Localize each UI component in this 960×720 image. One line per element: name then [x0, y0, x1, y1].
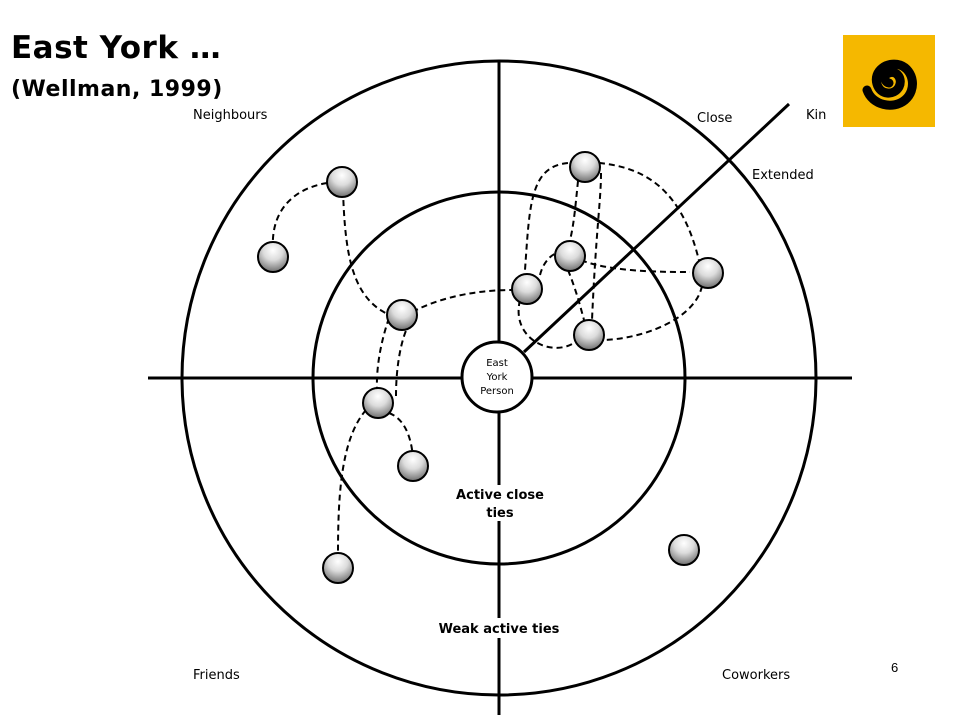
tie-line [337, 409, 367, 557]
contact-node [692, 257, 724, 289]
contact-node [554, 240, 586, 272]
tie-line [403, 289, 513, 318]
quadrant-label-friends: Friends [193, 668, 240, 683]
inner-ring-label-line1: Active close [456, 488, 544, 503]
slide-title: East York … [11, 30, 222, 66]
contact-node [511, 273, 543, 305]
quadrant-label-neighbours: Neighbours [193, 108, 268, 123]
tie-line [588, 161, 701, 266]
contact-node [322, 552, 354, 584]
ego-node [460, 340, 534, 414]
contact-node [386, 299, 418, 331]
ego-label-line2: York [486, 372, 508, 383]
spiral-logo-icon [843, 35, 935, 127]
contact-node [569, 151, 601, 183]
tie-line [569, 180, 579, 241]
contact-node [326, 166, 358, 198]
tie-line [571, 255, 691, 273]
contact-node [573, 319, 605, 351]
axis-label-extended: Extended [752, 168, 814, 183]
ego-label-line3: Person [480, 386, 514, 397]
slide-subtitle: (Wellman, 1999) [11, 77, 223, 102]
tie-line [591, 172, 602, 321]
tie-line [599, 285, 703, 341]
page-number: 6 [891, 660, 899, 675]
kin-axis [522, 102, 791, 354]
axis-label-close: Close [697, 111, 732, 126]
contact-nodes [257, 151, 724, 584]
quadrant-label-coworkers: Coworkers [722, 668, 790, 683]
contact-node [257, 241, 289, 273]
outer-ring-label: Weak active ties [439, 622, 560, 637]
tie-line [567, 269, 585, 321]
tie-line [342, 189, 393, 317]
contact-node [362, 387, 394, 419]
contact-node [668, 534, 700, 566]
axis-label-kin: Kin [806, 108, 826, 123]
tie-line [524, 161, 579, 271]
tie-line [271, 181, 336, 251]
tie-line [395, 321, 411, 397]
contact-node [397, 450, 429, 482]
inner-ring-label-line2: ties [486, 506, 513, 521]
tie-line [517, 299, 579, 349]
ego-label-line1: East [486, 358, 508, 369]
